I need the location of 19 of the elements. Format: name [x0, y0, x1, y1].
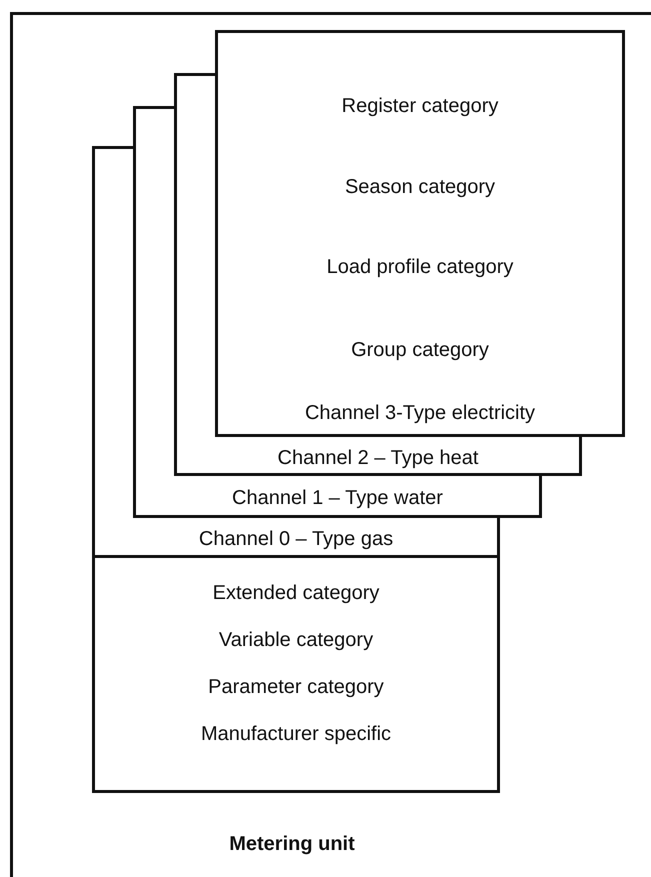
category-label: Channel 1 – Type water [231, 486, 444, 511]
layer-box [133, 476, 542, 518]
outer-frame [10, 12, 651, 877]
category-label: Channel 0 – Type gas [198, 527, 394, 552]
category-label: Variable category [218, 628, 374, 653]
layer-box [92, 518, 500, 558]
layer-box [174, 437, 582, 476]
layer-box [215, 30, 625, 437]
layer-box [92, 558, 500, 793]
category-label: Extended category [212, 581, 380, 606]
category-label: Group category [350, 338, 490, 363]
frame-title: Metering unit [228, 832, 356, 857]
category-label: Parameter category [207, 675, 385, 700]
category-label: Load profile category [326, 255, 514, 280]
category-label: Season category [344, 175, 496, 200]
category-label: Manufacturer specific [200, 722, 392, 747]
category-label: Register category [340, 94, 500, 119]
category-label: Channel 2 – Type heat [276, 446, 480, 471]
category-label: Channel 3-Type electricity [304, 401, 536, 426]
